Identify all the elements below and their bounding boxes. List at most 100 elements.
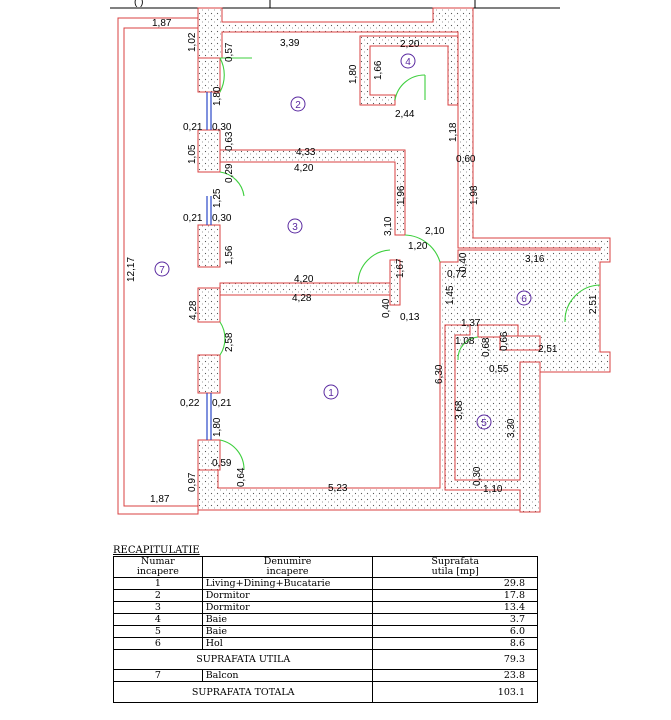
dim-label: 1,80 <box>212 417 223 437</box>
dim-label: 0,21 <box>183 122 203 133</box>
dim-label: 6,30 <box>434 364 445 384</box>
dim-label: 0,57 <box>224 42 235 62</box>
dim-label: 0,55 <box>489 364 509 375</box>
table-row: 1 Living+Dining+Bucatarie 29.8 <box>113 577 538 590</box>
recap-table: Numar incapere Denumire incapere Suprafa… <box>112 556 538 703</box>
row-area: 3.7 <box>372 613 538 626</box>
dim-label: 0,97 <box>187 472 198 492</box>
table-row: 2 Dormitor 17.8 <box>113 589 538 602</box>
walls <box>197 7 611 513</box>
doors <box>219 57 601 471</box>
row-area: 17.8 <box>372 589 538 602</box>
dim-label: 2,10 <box>425 226 445 237</box>
header-room-area: Suprafata utila [mp] <box>372 556 538 578</box>
dim-label: 1,25 <box>212 188 223 208</box>
total-area-row: SUPRAFATA TOTALA 103.1 <box>112 681 538 703</box>
room-number-7: 7 <box>159 265 165 276</box>
row-num: 6 <box>113 637 203 650</box>
row-name: Baie <box>201 613 374 626</box>
table-row: 6 Hol 8.6 <box>113 637 538 650</box>
useful-area-label: SUPRAFATA UTILA <box>112 649 374 670</box>
dim-label: 2,51 <box>588 294 599 314</box>
dimension-labels: 1,87 1,02 0,57 3,39 2,20 1,80 1,66 2,44 … <box>126 18 599 505</box>
dim-label: 0,30 <box>212 122 232 133</box>
dim-label: 3,10 <box>383 216 394 236</box>
dim-label: 3,39 <box>280 38 300 49</box>
dim-label: 1,98 <box>469 185 480 205</box>
dim-label: 4,33 <box>296 147 316 158</box>
row-name: Dormitor <box>201 589 374 602</box>
row-area: 8.6 <box>372 637 538 650</box>
dim-label: 0,21 <box>212 398 232 409</box>
windows <box>206 92 212 440</box>
dim-label: 0,21 <box>183 213 203 224</box>
dim-label: 0,60 <box>456 154 476 165</box>
dim-label: 5,23 <box>328 483 348 494</box>
recap-title: RECAPITULATIE <box>113 545 200 556</box>
room-number-6: 6 <box>521 294 527 305</box>
room-number-3: 3 <box>292 222 298 233</box>
dim-label: 0,66 <box>499 331 510 351</box>
table-row: 3 Dormitor 13.4 <box>113 601 538 614</box>
table-header-row: Numar incapere Denumire incapere Suprafa… <box>113 556 538 578</box>
dim-label: 0,64 <box>236 467 247 487</box>
dim-label: 3,30 <box>506 418 517 438</box>
useful-area-value: 79.3 <box>372 649 538 670</box>
dim-label: 1,96 <box>396 185 407 205</box>
dim-label: 12,17 <box>126 257 137 282</box>
table-row: 5 Baie 6.0 <box>113 625 538 638</box>
row-name: Baie <box>201 625 374 638</box>
room-number-1: 1 <box>328 388 334 399</box>
total-area-label: SUPRAFATA TOTALA <box>112 681 374 703</box>
dim-label: 1,02 <box>187 32 198 52</box>
row-area: 23.8 <box>372 669 538 682</box>
dim-label: 0,63 <box>224 131 235 151</box>
floor-plan: ( ) <box>110 0 611 515</box>
top-table-remnant: ( ) <box>110 0 560 9</box>
dim-label: 0,72 <box>447 269 467 280</box>
room-number-4: 4 <box>405 57 411 68</box>
dim-label: 0,13 <box>400 312 420 323</box>
dim-label: 3,68 <box>454 400 465 420</box>
row-num: 2 <box>113 589 203 602</box>
dim-label: 2,58 <box>224 332 235 352</box>
dim-label: 1,20 <box>408 241 428 252</box>
dim-label: 4,20 <box>294 163 314 174</box>
row-num: 1 <box>113 577 203 590</box>
useful-area-row: SUPRAFATA UTILA 79.3 <box>112 649 538 670</box>
total-area-value: 103.1 <box>372 681 538 703</box>
dim-label: 4,28 <box>188 300 199 320</box>
row-name: Dormitor <box>201 601 374 614</box>
dim-label: 2,20 <box>400 39 420 50</box>
dim-label: 0,30 <box>472 466 483 486</box>
dim-label: 3,16 <box>525 254 545 265</box>
row-num: 7 <box>113 669 203 682</box>
dim-label: 1,05 <box>187 144 198 164</box>
row-num: 5 <box>113 625 203 638</box>
room-number-2: 2 <box>295 100 301 111</box>
dim-label: 0,40 <box>458 252 469 272</box>
dim-label: 1,10 <box>483 484 503 495</box>
dim-label: 0,30 <box>212 213 232 224</box>
dim-label: 0,68 <box>481 337 492 357</box>
dim-label: 2,51 <box>538 344 558 355</box>
room-number-5: 5 <box>481 418 487 429</box>
dim-label: 0,40 <box>381 298 392 318</box>
row-name: Hol <box>201 637 374 650</box>
row-area: 6.0 <box>372 625 538 638</box>
svg-text:( ): ( ) <box>134 0 143 8</box>
header-room-name: Denumire incapere <box>201 556 374 578</box>
dim-label: 4,20 <box>294 274 314 285</box>
row-num: 4 <box>113 613 203 626</box>
row-name: Living+Dining+Bucatarie <box>201 577 374 590</box>
row-name: Balcon <box>201 669 374 682</box>
dim-label: 4,28 <box>292 293 312 304</box>
dim-label: 1,18 <box>448 122 459 142</box>
dim-label: 2,44 <box>395 109 415 120</box>
row-num: 3 <box>113 601 203 614</box>
header-room-number: Numar incapere <box>113 556 203 578</box>
dim-label: 1,66 <box>373 60 384 80</box>
dim-label: 1,45 <box>445 285 456 305</box>
dim-label: 1,08 <box>455 336 475 347</box>
dim-label: 1,87 <box>152 18 172 29</box>
